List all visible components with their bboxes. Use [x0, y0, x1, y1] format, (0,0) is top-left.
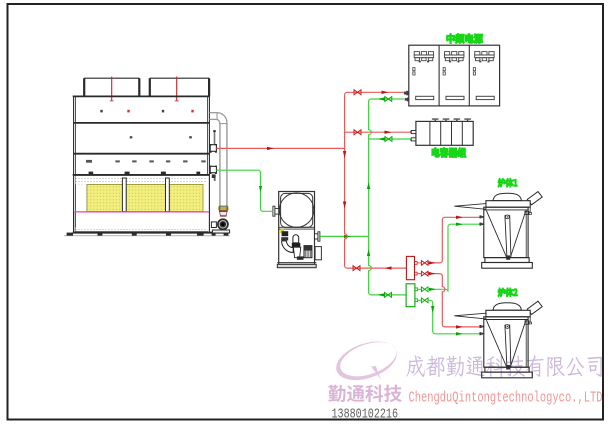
svg-text:ChengduQintongtechnologyco.,LT: ChengduQintongtechnologyco.,LTD	[409, 391, 603, 407]
